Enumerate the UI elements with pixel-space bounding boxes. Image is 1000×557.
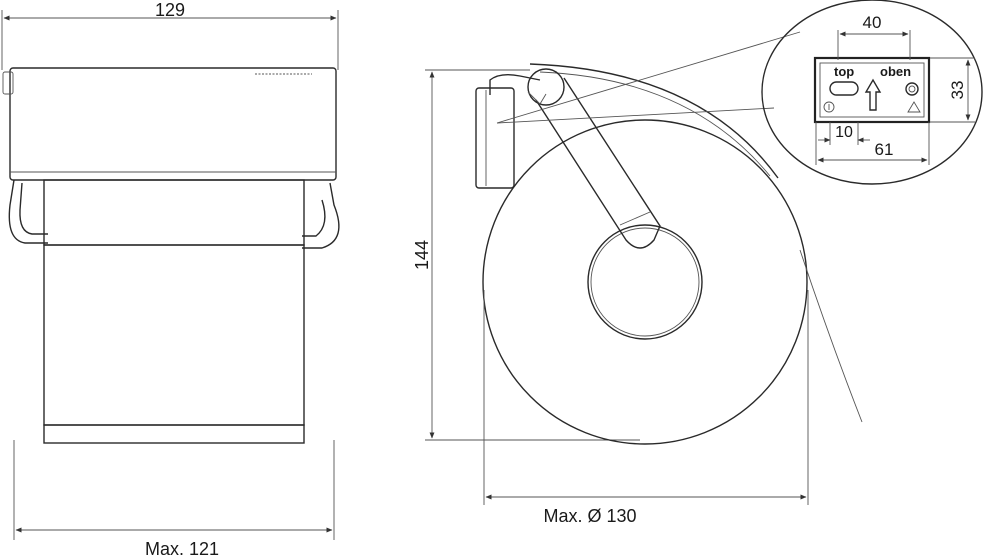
dimension-129-label: 129 <box>155 0 185 20</box>
paper-tail <box>799 249 863 423</box>
dimension-33-label: 33 <box>948 81 967 100</box>
dimension-max-121: Max. 121 <box>13 440 335 557</box>
slot-hole <box>829 81 859 96</box>
dimension-144: 144 <box>412 69 640 441</box>
detail-callout: top oben 40 33 <box>496 0 983 185</box>
up-arrow-icon <box>864 78 882 111</box>
dimension-10: 10 <box>818 122 870 145</box>
dimension-max-121-label: Max. 121 <box>145 539 219 557</box>
label-oben: oben <box>880 64 911 79</box>
front-roll-body <box>43 179 305 444</box>
dimension-129: 129 <box>1 0 339 70</box>
dimension-33: 33 <box>930 57 975 123</box>
mounting-label-plate: top oben <box>813 56 931 124</box>
dimension-144-label: 144 <box>412 240 432 270</box>
dimension-10-label: 10 <box>835 124 853 141</box>
dimension-61-label: 61 <box>875 140 894 159</box>
dimension-max-diameter-130: Max. Ø 130 <box>483 290 809 526</box>
paper-roll-core <box>587 224 703 340</box>
right-arm-inner <box>302 199 326 237</box>
dimension-max-diameter-label: Max. Ø 130 <box>543 506 636 526</box>
right-arm <box>302 182 340 249</box>
dimension-61: 61 <box>815 122 930 165</box>
paper-roll-outer <box>482 119 808 445</box>
round-hole <box>905 82 919 96</box>
holder-arm <box>527 68 661 249</box>
detail-callout-circle <box>761 0 983 185</box>
left-arm-inner <box>19 182 48 235</box>
paper-roll-core-inner <box>590 227 700 337</box>
side-cover-flap <box>529 63 779 179</box>
cover-plate <box>2 67 337 181</box>
left-arm <box>8 179 48 244</box>
side-view: 144 Max. Ø 130 <box>412 63 863 526</box>
dimension-40-label: 40 <box>863 13 882 32</box>
wall-mount <box>475 73 541 189</box>
info-icon <box>823 101 835 113</box>
dimension-40: 40 <box>837 13 911 60</box>
front-view: 129 Max. 121 <box>1 0 340 557</box>
label-top: top <box>834 64 854 79</box>
recycle-icon <box>907 101 921 113</box>
